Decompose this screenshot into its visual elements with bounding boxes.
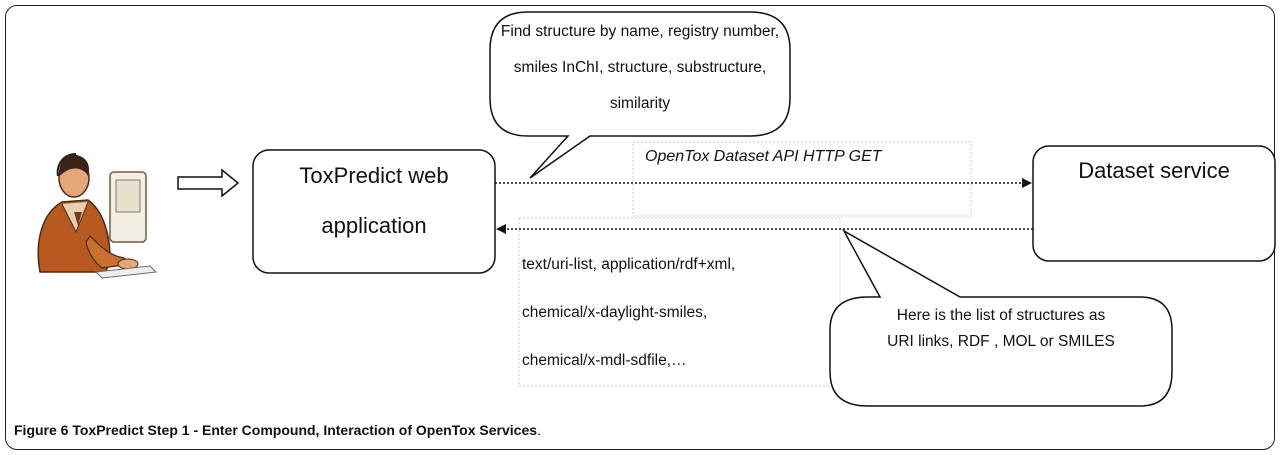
- figure-caption-end: .: [537, 422, 541, 438]
- service-box-label-text: Dataset service: [1078, 158, 1230, 183]
- person-at-computer-icon: [37, 153, 158, 279]
- mime-guide-box: [518, 217, 841, 387]
- callout-bottom-line2: URI links, RDF , MOL or SMILES: [887, 333, 1115, 350]
- callout-bottom-bubble: [829, 229, 1173, 407]
- api-label: OpenTox Dataset API HTTP GET: [645, 148, 882, 165]
- callout-top-line2: smiles InChI, structure, substructure,: [513, 59, 767, 76]
- app-box-label-line1: ToxPredict web: [299, 163, 449, 188]
- callout-bottom-text: Here is the list of structures as URI li…: [838, 304, 1164, 354]
- api-guide-box: [632, 141, 972, 217]
- figure-caption-title: Figure 6 ToxPredict Step 1 - Enter Compo…: [14, 422, 538, 438]
- callout-top-line3: similarity: [609, 95, 671, 112]
- callout-top-line1: Find structure by name, registry number,: [500, 23, 780, 40]
- app-box-label-line2: application: [321, 213, 427, 238]
- figure-caption: Figure 6 ToxPredict Step 1 - Enter Compo…: [14, 422, 541, 438]
- mime-line1: text/uri-list, application/rdf+xml,: [522, 256, 736, 273]
- callout-top-bubble: [489, 11, 791, 179]
- mime-line3: chemical/x-mdl-sdfile,…: [522, 352, 687, 369]
- hollow-right-arrow-icon: [177, 168, 240, 198]
- mime-line2: chemical/x-daylight-smiles,: [522, 304, 708, 321]
- callout-bottom-line1: Here is the list of structures as: [896, 307, 1106, 324]
- app-box: [252, 149, 496, 274]
- service-box: [1032, 145, 1276, 262]
- callout-top-text: Find structure by name, registry number,…: [500, 20, 780, 116]
- service-box-label: Dataset service: [1033, 154, 1275, 188]
- mime-types-text: text/uri-list, application/rdf+xml, chem…: [522, 230, 735, 395]
- app-box-label: ToxPredict web application: [253, 159, 495, 243]
